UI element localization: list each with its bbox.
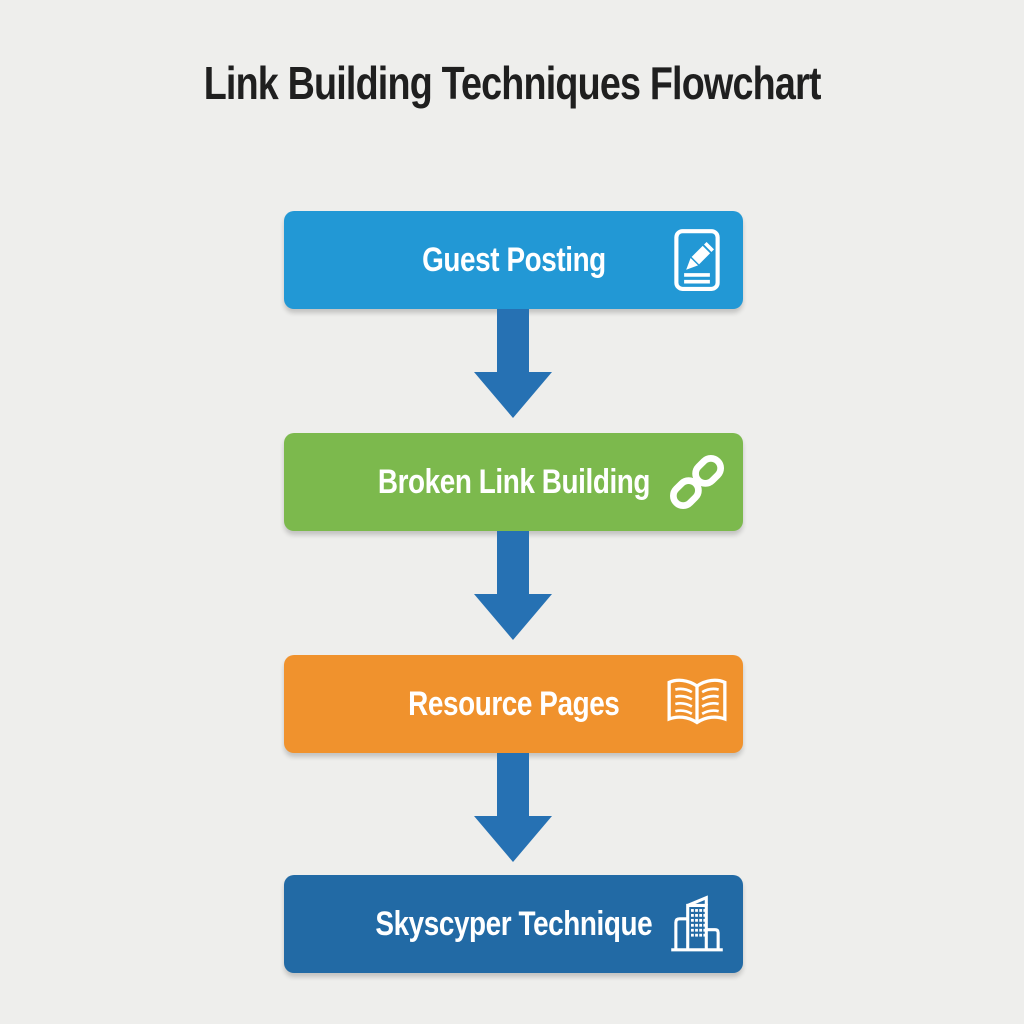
step-label-text: Broken Link Building — [377, 462, 650, 501]
flow-arrow-down — [474, 309, 552, 418]
building-icon — [664, 891, 730, 957]
flow-step-broken-link-building: Broken Link Building — [284, 433, 743, 531]
step-label-text: Resource Pages — [407, 684, 620, 723]
arrow-head — [474, 372, 552, 418]
page-title: Link Building Techniques Flowchart — [0, 56, 1024, 110]
chain-link-icon — [664, 449, 730, 515]
flow-arrow-down — [474, 531, 552, 640]
document-pen-icon — [664, 227, 730, 293]
arrow-head — [474, 816, 552, 862]
flow-step-skyscraper-technique: Skyscyper Technique — [284, 875, 743, 973]
step-label-text: Skyscyper Technique — [375, 904, 652, 943]
arrow-shaft — [497, 531, 529, 594]
step-label: Broken Link Building — [348, 463, 680, 502]
step-label-text: Guest Posting — [421, 240, 606, 279]
open-book-icon — [664, 671, 730, 737]
flow-step-resource-pages: Resource Pages — [284, 655, 743, 753]
flow-step-guest-posting: Guest Posting — [284, 211, 743, 309]
step-label: Guest Posting — [402, 241, 626, 280]
step-label: Skyscyper Technique — [345, 905, 683, 944]
arrow-shaft — [497, 753, 529, 816]
flow-arrow-down — [474, 753, 552, 862]
arrow-head — [474, 594, 552, 640]
step-label: Resource Pages — [385, 685, 643, 724]
arrow-shaft — [497, 309, 529, 372]
page-title-text: Link Building Techniques Flowchart — [203, 57, 822, 109]
